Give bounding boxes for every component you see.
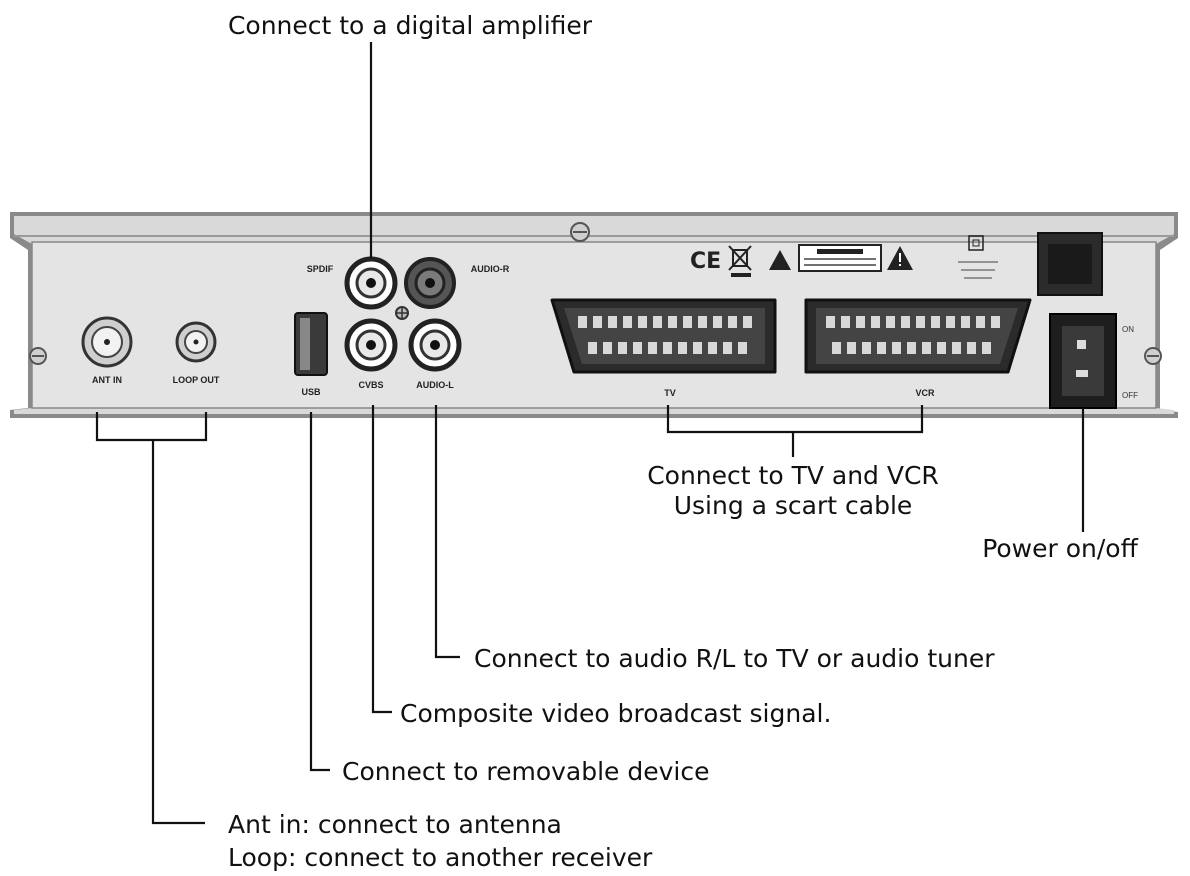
- cvbs-jack: [344, 318, 398, 372]
- audio-leader-line: [434, 405, 460, 659]
- antenna-leader-line: [151, 440, 205, 825]
- double-insulation-icon: [958, 235, 998, 279]
- ant-in-label: ANT IN: [92, 375, 122, 385]
- loop-out-label: LOOP OUT: [173, 375, 220, 385]
- callout-composite: Composite video broadcast signal.: [400, 699, 831, 728]
- warning-triangle-icon: [887, 246, 913, 270]
- audio-l-jack: [408, 318, 462, 372]
- rating-plate: [798, 244, 882, 272]
- scart-tv-connector: [550, 298, 777, 374]
- cvbs-label: CVBS: [358, 380, 383, 390]
- antenna-bracket: [95, 412, 208, 442]
- switch-on-label: ON: [1122, 325, 1134, 334]
- callout-tv-vcr-line1: Connect to TV and VCR: [647, 461, 939, 490]
- spdif-jack: [344, 256, 398, 310]
- ce-mark: CE: [690, 249, 721, 274]
- weee-bin-icon: [728, 245, 752, 277]
- audio-r-jack: [404, 257, 456, 309]
- audio-r-label: AUDIO-R: [471, 264, 510, 274]
- audio-l-label: AUDIO-L: [416, 380, 454, 390]
- power-switch: [1049, 313, 1117, 409]
- spdif-label: SPDIF: [307, 264, 334, 274]
- callout-antenna-line1: Ant in: connect to antenna: [228, 810, 562, 839]
- scart-vcr-connector: [804, 298, 1032, 374]
- callout-tv-vcr-line2: Using a scart cable: [674, 491, 913, 520]
- ant-in-connector: [81, 316, 133, 368]
- screw-icon: [29, 347, 47, 365]
- callout-antenna-line2: Loop: connect to another receiver: [228, 843, 653, 872]
- scart-bracket: [666, 405, 924, 434]
- warning-triangle-icon: [769, 250, 791, 270]
- screw-icon: [570, 222, 590, 242]
- loop-out-connector: [175, 321, 217, 363]
- ground-screw-icon: [395, 306, 409, 320]
- tv-label: TV: [664, 388, 676, 398]
- vcr-label: VCR: [915, 388, 935, 398]
- usb-leader-line: [309, 412, 330, 772]
- usb-label: USB: [301, 387, 321, 397]
- callout-usb-device: Connect to removable device: [342, 757, 710, 786]
- switch-off-label: OFF: [1122, 391, 1138, 400]
- callout-audio-rl: Connect to audio R/L to TV or audio tune…: [474, 644, 995, 673]
- callout-power: Power on/off: [982, 534, 1138, 563]
- callout-digital-amplifier: Connect to a digital amplifier: [228, 11, 593, 40]
- screw-icon: [1144, 347, 1162, 365]
- cvbs-leader-line: [371, 405, 392, 714]
- vent-block: [1037, 232, 1103, 296]
- usb-port: [294, 312, 328, 376]
